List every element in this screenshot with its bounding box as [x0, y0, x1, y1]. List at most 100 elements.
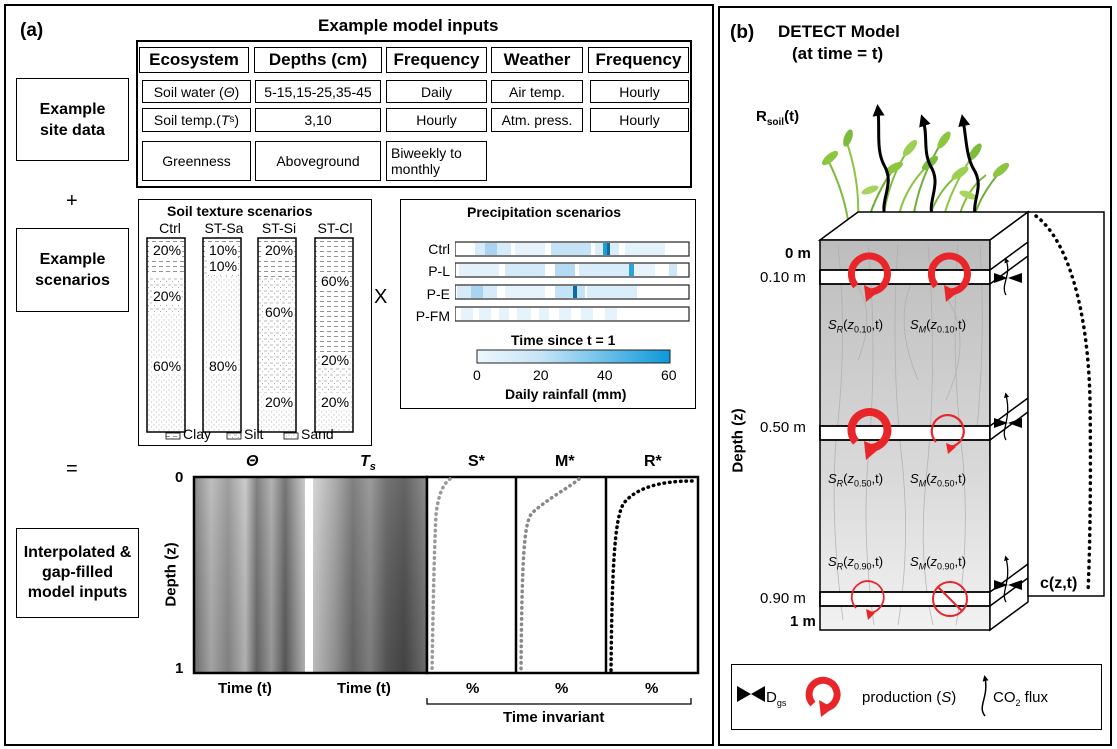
cb-tick-60: 60	[661, 367, 677, 383]
precip-time-label: Time since t = 1	[511, 332, 616, 348]
precip-bars-graphic	[455, 241, 690, 322]
pct-si-3: 20%	[264, 394, 295, 410]
precip-bar-pfm	[455, 306, 690, 322]
precip-bar-ctrl	[455, 241, 690, 257]
pct-cl-3: 20%	[320, 394, 351, 410]
soil-cl-clay	[315, 238, 353, 354]
time-invariant-bracket	[426, 698, 692, 705]
precip-bar-pl	[455, 262, 690, 278]
prod-sm-010	[927, 252, 971, 302]
legend-dgs-icon	[737, 686, 765, 702]
cb-tick-20: 20	[533, 367, 549, 383]
precip-bar-pe	[455, 284, 690, 300]
scenarios-box: Example scenarios	[16, 228, 129, 312]
xlabel-r: %	[645, 680, 659, 697]
precip-colorbar	[476, 349, 671, 364]
xlabel-theta: Time (t)	[218, 680, 272, 697]
xlabel-s: %	[466, 680, 480, 697]
detect-title-1: DETECT Model	[778, 22, 900, 41]
panel-a	[4, 4, 714, 746]
cb-tick-0: 0	[473, 367, 481, 383]
pct-cl-2: 20%	[320, 352, 351, 368]
cell-wfreq-2: Hourly	[590, 108, 689, 132]
soil-col-cl-name: ST-Cl	[317, 220, 353, 236]
pct-cl-1: 60%	[320, 273, 351, 289]
header-ecosystem: Ecosystem	[139, 47, 249, 73]
legend-graphics	[737, 675, 989, 717]
cb-tick-40: 40	[597, 367, 613, 383]
precip-panel	[400, 199, 696, 409]
header-depths: Depths (cm)	[254, 47, 382, 73]
label-sr-050: SR(z0.50,t)	[828, 471, 884, 489]
cell-biweekly: Biweekly to monthly	[386, 141, 487, 181]
cell-aboveground: Aboveground	[255, 141, 381, 181]
depth-1m: 1 m	[790, 613, 816, 630]
legend-co2-label: CO2 flux	[993, 689, 1049, 708]
cell-wfreq-1: Hourly	[590, 80, 689, 103]
r-star-curve	[609, 479, 694, 673]
header-weather: Weather	[491, 47, 583, 73]
panel-b-label: (b)	[730, 22, 755, 43]
prod-sm-050	[930, 414, 965, 454]
precip-row-pe: P-E	[426, 286, 450, 302]
soil-col-si-name: ST-Si	[261, 220, 297, 236]
soil-col-sa-name: ST-Sa	[204, 220, 244, 236]
precip-row-pfm: P-FM	[415, 308, 450, 324]
pct-sa-3: 80%	[208, 358, 239, 374]
precip-row-pl: P-L	[428, 263, 450, 279]
colorbar-label: Daily rainfall (mm)	[505, 386, 627, 402]
legend-production-icon	[805, 676, 841, 717]
profile-title-r: R*	[644, 453, 662, 470]
cell-soil-water: Soil water (Θ)	[142, 80, 251, 103]
dgs-090	[994, 555, 1022, 603]
profile-title-m: M*	[555, 453, 575, 470]
depth-010m: 0.10 m	[760, 269, 806, 286]
rsoil-arrow-1	[872, 104, 890, 221]
equals-sign: =	[66, 458, 78, 480]
dgs-010	[994, 257, 1022, 296]
legend-clay: Clay	[183, 426, 212, 442]
czt-label: c(z,t)	[1040, 575, 1078, 592]
panel-b	[718, 6, 1112, 746]
depth-090m: 0.90 m	[760, 590, 806, 607]
label-sr-010: SR(z0.10,t)	[828, 317, 884, 335]
pct-ctrl-3: 60%	[152, 358, 183, 374]
prod-sr-050	[847, 408, 892, 460]
pct-si-2: 60%	[264, 304, 295, 320]
legend-silt: Silt	[244, 426, 264, 442]
layer-0-10	[819, 240, 1029, 286]
xlabel-ts: Time (t)	[337, 680, 391, 697]
prod-sr-090	[850, 580, 885, 620]
layer-0-50	[819, 396, 1029, 442]
plus-sign: +	[66, 190, 78, 212]
grass-plants	[821, 129, 1010, 221]
depth-0m: 0 m	[785, 245, 811, 262]
rsoil-label: Rsoil(t)	[756, 108, 800, 128]
legend-sand-swatch	[283, 432, 299, 440]
legend-silt-swatch	[226, 432, 242, 440]
profile-bottom-tick: 1	[175, 660, 184, 677]
profile-title-ts: Ts	[360, 453, 376, 474]
site-data-box: Example site data	[16, 78, 129, 161]
soil-texture-title: Soil texture scenarios	[167, 203, 313, 219]
profile-title-theta: Θ	[246, 453, 259, 470]
soil-sa-sand	[203, 276, 241, 432]
label-sm-050: SM(z0.50,t)	[910, 471, 967, 489]
depth-050m: 0.50 m	[760, 419, 806, 436]
legend-clay-swatch	[165, 432, 181, 440]
inputs-title: Example model inputs	[318, 16, 499, 35]
pct-ctrl-2: 20%	[152, 288, 183, 304]
header-frequency-2: Frequency	[588, 47, 689, 73]
legend-dgs-label: Dgs	[766, 689, 787, 708]
legend-co2-arrow-icon	[981, 675, 989, 717]
cell-depths-2: 3,10	[255, 108, 381, 132]
profile-ylabel: Depth (z)	[162, 542, 180, 607]
cell-freq-2: Hourly	[386, 108, 487, 132]
header-frequency-1: Frequency	[386, 47, 487, 73]
label-sm-010: SM(z0.10,t)	[910, 317, 967, 335]
detect-title-2: (at time = t)	[792, 44, 884, 63]
pct-ctrl-1: 20%	[152, 242, 183, 258]
soil-si-silt	[258, 277, 296, 393]
prod-sr-010	[847, 252, 891, 302]
